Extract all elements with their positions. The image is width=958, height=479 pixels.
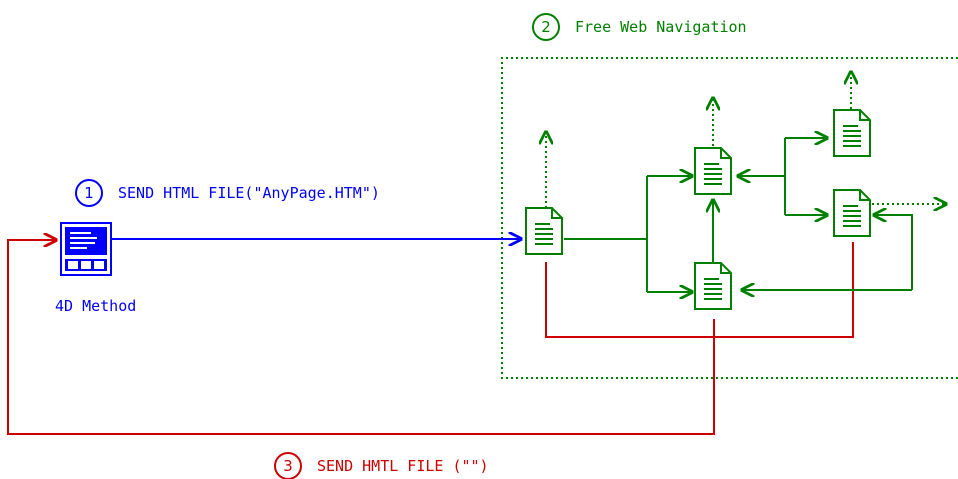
page-icon-bottom [694, 262, 732, 310]
page-icon-right-middle [833, 189, 871, 237]
4d-method-icon [60, 222, 112, 276]
method-label: 4D Method [55, 297, 136, 315]
step3-label: SEND HMTL FILE ("") [317, 457, 489, 475]
navigation-area-box [501, 57, 958, 379]
navigation-links [564, 138, 913, 292]
page-icon-right-top [833, 109, 871, 157]
page-icon-entry [525, 207, 563, 255]
step2-number: 2 [541, 18, 551, 36]
return-arrow [7, 240, 715, 435]
page-icon-top [694, 147, 732, 195]
external-links [546, 72, 946, 208]
step1-number: 1 [84, 184, 94, 202]
step2-label: Free Web Navigation [575, 18, 747, 36]
step2-circle [532, 13, 560, 41]
step1-circle [75, 179, 103, 207]
step3-number: 3 [283, 457, 293, 475]
step3-circle [274, 452, 302, 479]
step1-label: SEND HTML FILE("AnyPage.HTM") [118, 184, 380, 202]
